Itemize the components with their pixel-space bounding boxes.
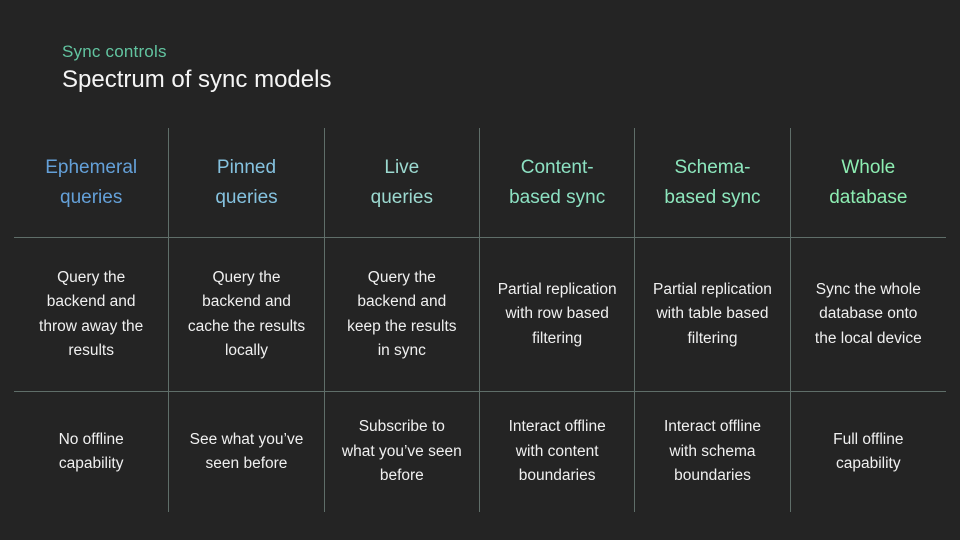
column-description: Query the backend and throw away the res… bbox=[14, 238, 169, 392]
column-schema-based-sync: Schema- based sync Partial replication w… bbox=[635, 128, 791, 512]
column-header: Whole database bbox=[790, 128, 946, 238]
column-ephemeral-queries: Ephemeral queries Query the backend and … bbox=[14, 128, 170, 512]
column-live-queries: Live queries Query the backend and keep … bbox=[324, 128, 480, 512]
column-pinned-queries: Pinned queries Query the backend and cac… bbox=[169, 128, 325, 512]
column-header: Live queries bbox=[324, 128, 479, 238]
column-offline-capability: No offline capability bbox=[58, 430, 124, 473]
slide-eyebrow: Sync controls bbox=[62, 42, 167, 61]
column-content-based-sync: Content- based sync Partial replication … bbox=[479, 128, 636, 512]
column-header: Content- based sync bbox=[479, 128, 635, 238]
column-description: Sync the whole database onto the local d… bbox=[790, 238, 946, 392]
column-description: Query the backend and keep the results i… bbox=[324, 238, 479, 392]
column-offline-capability: Full offline capability bbox=[833, 430, 904, 473]
column-header: Pinned queries bbox=[169, 128, 324, 238]
column-description: Partial replication with row based filte… bbox=[479, 238, 635, 392]
column-offline-capability: Interact offline with content boundaries bbox=[508, 418, 606, 485]
column-description: Partial replication with table based fil… bbox=[635, 238, 790, 392]
column-header: Ephemeral queries bbox=[14, 128, 169, 238]
slide-titles: Sync controls Spectrum of sync models bbox=[62, 41, 331, 95]
column-description: Query the backend and cache the results … bbox=[169, 238, 324, 392]
slide-title: Spectrum of sync models bbox=[62, 66, 332, 93]
column-offline-capability: Subscribe to what you’ve seen before bbox=[341, 418, 462, 485]
column-offline-capability: Interact offline with schema boundaries bbox=[663, 418, 762, 485]
column-offline-capability: See what you’ve seen before bbox=[189, 430, 304, 473]
column-whole-database: Whole database Sync the whole database o… bbox=[790, 128, 946, 512]
sync-models-table: Ephemeral queries Query the backend and … bbox=[14, 128, 946, 512]
column-header: Schema- based sync bbox=[635, 128, 790, 238]
